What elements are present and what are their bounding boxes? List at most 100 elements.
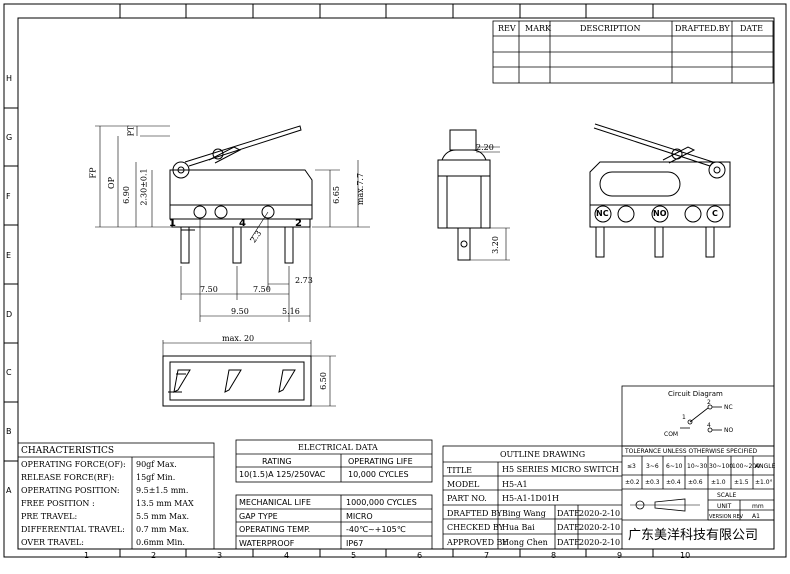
nc-label: NC xyxy=(596,209,609,218)
tol-value: ±1.0° xyxy=(755,479,773,486)
revision-table xyxy=(492,20,774,84)
circuit-nc: NC xyxy=(724,404,733,411)
dim-pt: PT xyxy=(126,125,136,137)
date-label: DATE xyxy=(557,509,580,518)
company-name: 广东美洋科技有限公司 xyxy=(628,528,759,543)
elec-value: MICRO xyxy=(346,512,373,521)
circuit-n1: 1 xyxy=(682,414,686,421)
operating-life-header: OPERATING LIFE xyxy=(348,457,413,466)
tol-range: 100~200 xyxy=(732,463,760,470)
row-label-d: D xyxy=(6,310,13,319)
date-value: 2020-2-10 xyxy=(579,509,621,518)
tol-range: ≤3 xyxy=(627,463,636,470)
checked-by-name: Hua Bai xyxy=(502,523,535,532)
drafted-by-label: DRAFTED BY xyxy=(447,509,502,518)
part-no-label: PART NO. xyxy=(447,494,487,503)
row-label-h: H xyxy=(6,74,13,83)
characteristics-box xyxy=(17,442,215,550)
tol-value: ±1.0 xyxy=(711,479,726,486)
row-label-b: B xyxy=(6,427,12,436)
dim-9-50: 9.50 xyxy=(231,307,249,316)
date-label: DATE xyxy=(557,523,580,532)
row-label-c: C xyxy=(6,368,12,377)
dim-fp: FP xyxy=(88,167,98,179)
mark-header: MARK xyxy=(525,24,551,33)
row-label-a: A xyxy=(6,486,12,495)
date-value: 2020-2-10 xyxy=(579,538,621,547)
tol-value: ±0.3 xyxy=(645,479,660,486)
characteristics-title: CHARACTERISTICS xyxy=(21,446,115,456)
circuit-diagram xyxy=(621,385,775,447)
col-label-9: 9 xyxy=(617,551,623,560)
elec-value: 1000,000 CYCLES xyxy=(346,498,417,507)
char-value: 5.5 mm Max. xyxy=(136,512,189,521)
row-label-e: E xyxy=(6,251,12,260)
char-label: OVER TRAVEL: xyxy=(21,538,84,547)
col-label-6: 6 xyxy=(417,551,423,560)
char-label: OPERATING POSITION: xyxy=(21,486,120,495)
dim-max-20: max. 20 xyxy=(222,334,255,343)
approved-by-label: APPROVED BY xyxy=(447,538,508,547)
scale-label: SCALE xyxy=(717,492,737,499)
circuit-no: NO xyxy=(724,427,734,434)
tol-range: ANGLE xyxy=(755,463,776,470)
operating-life-value: 10,000 CYCLES xyxy=(348,470,409,479)
checked-by-label: CHECKED BY xyxy=(447,523,504,532)
title-label: TITLE xyxy=(447,466,472,475)
dim-6-50: 6.50 xyxy=(318,372,328,390)
terminal-2-label: 2 xyxy=(295,218,302,229)
char-label: DIFFERENTIAL TRAVEL: xyxy=(21,525,125,534)
terminal-1-label: 1 xyxy=(169,218,176,229)
col-label-10: 10 xyxy=(680,551,691,560)
circuit-title: Circuit Diagram xyxy=(668,390,723,398)
elec-label: WATERPROOF xyxy=(239,539,295,548)
elec-value: IP67 xyxy=(346,539,364,548)
dim-max-7-7: max.7.7 xyxy=(356,172,366,206)
col-label-7: 7 xyxy=(484,551,490,560)
dim-3-20: 3.20 xyxy=(490,236,500,254)
part-no-value: H5-A1-1D01H xyxy=(502,494,559,503)
model-label: MODEL xyxy=(447,480,480,489)
elec-value: -40℃~+105℃ xyxy=(346,525,406,534)
version-label: VERSION REV xyxy=(709,514,744,520)
char-label: FREE POSITION : xyxy=(21,499,95,508)
tol-range: 10~30 xyxy=(687,463,708,470)
dim-5-16: 5.16 xyxy=(282,307,300,316)
dim-7-50-a: 7.50 xyxy=(200,285,218,294)
electrical-title: ELECTRICAL DATA xyxy=(298,443,378,452)
terminal-4-label: 4 xyxy=(239,218,246,229)
title-value: H5 SERIES MICRO SWITCH xyxy=(502,465,619,474)
dim-op: OP xyxy=(106,177,116,189)
model-value: H5-A1 xyxy=(502,480,528,489)
circuit-n4: 4 xyxy=(707,422,711,429)
tol-value: ±0.6 xyxy=(688,479,703,486)
tol-range: 3~6 xyxy=(646,463,659,470)
tol-value: ±1.5 xyxy=(734,479,749,486)
col-label-4: 4 xyxy=(284,551,290,560)
tol-value: ±0.2 xyxy=(625,479,640,486)
rear-view xyxy=(589,123,731,258)
col-label-1: 1 xyxy=(84,551,90,560)
char-label: RELEASE FORCE(RF): xyxy=(21,473,115,482)
dim-7-50-b: 7.50 xyxy=(253,285,271,294)
char-value: 9.5±1.5 mm. xyxy=(136,486,189,495)
col-label-2: 2 xyxy=(151,551,157,560)
char-value: 13.5 mm MAX xyxy=(136,499,194,508)
rating-header: RATING xyxy=(262,457,292,466)
drafted-by-name: Bing Wang xyxy=(502,509,546,518)
title-block xyxy=(442,445,775,550)
char-value: 0.6mm Min. xyxy=(136,538,185,547)
circuit-com: COM xyxy=(664,431,679,438)
elec-label: MECHANICAL LIFE xyxy=(239,498,311,507)
elec-label: OPERATING TEMP. xyxy=(239,525,311,534)
tolerance-title: TOLERANCE UNLESS OTHERWISE SPECIFIED xyxy=(625,448,758,455)
dim-2-73: 2.73 xyxy=(295,276,313,285)
row-label-f: F xyxy=(6,192,11,201)
char-value: 90gf Max. xyxy=(136,460,177,469)
dim-2-30: 2.30±0.1 xyxy=(139,168,149,206)
elec-label: GAP TYPE xyxy=(239,512,278,521)
date-value: 2020-2-10 xyxy=(579,523,621,532)
drafted-by-header: DRAFTED.BY xyxy=(675,24,730,33)
top-view xyxy=(162,340,336,407)
date-header: DATE xyxy=(740,24,763,33)
